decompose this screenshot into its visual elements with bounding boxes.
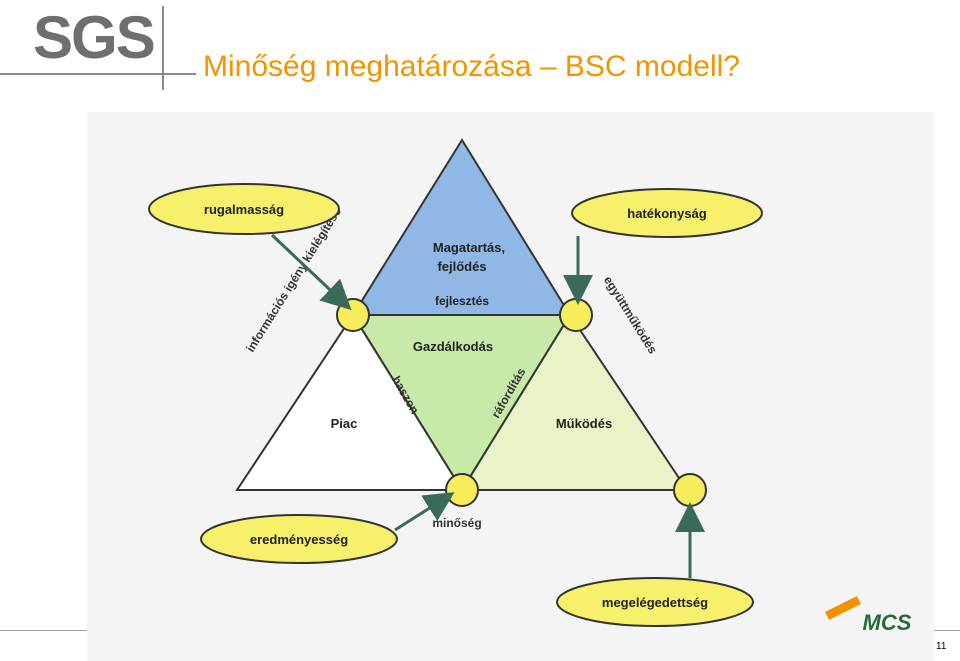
oval-rugalmassag (148, 183, 340, 235)
arrow-rugalmassag (270, 233, 352, 311)
label-piac: Piac (331, 416, 358, 431)
label-gazdalkodas: Gazdálkodás (413, 339, 493, 354)
label-minoseg: minőség (432, 516, 481, 530)
triangle-left (235, 313, 464, 491)
oval-eredmenyesseg-label: eredményesség (250, 532, 348, 547)
label-egyuttmukodes: együttműködés (601, 274, 660, 357)
oval-megelegedettseg-label: megelégedettség (602, 595, 708, 610)
oval-megelegedettseg (556, 577, 754, 627)
oval-rugalmassag-label: rugalmasság (204, 202, 284, 217)
mcs-logo: MCS (825, 596, 912, 632)
page-number: 11 (936, 641, 947, 652)
label-fejlodes: fejlődés (437, 259, 486, 274)
mcs-logo-text: MCS (863, 610, 912, 632)
triangle-top (351, 138, 572, 316)
slide-title: Minőség meghatározása – BSC modell? (203, 50, 740, 83)
label-mukodes: Működés (556, 416, 612, 431)
node-bottom-right (673, 473, 707, 507)
footer-line-right (934, 630, 960, 631)
footer-line-left (0, 630, 87, 631)
node-top-left (336, 298, 370, 332)
oval-hatekonysag (571, 188, 763, 238)
label-magatartas: Magatartás, (433, 240, 505, 255)
arrow-eredmenyesseg (394, 492, 455, 532)
oval-hatekonysag-label: hatékonyság (627, 206, 707, 221)
logo-divider-vertical (162, 6, 164, 90)
bsc-diagram: Magatartás, fejlődés fejlesztés Gazdálko… (148, 138, 912, 632)
node-bottom-middle (445, 473, 479, 507)
label-fejlesztes: fejlesztés (435, 294, 489, 308)
logo-divider-horizontal (0, 73, 196, 75)
node-top-right (559, 298, 593, 332)
sgs-logo: SGS (33, 4, 156, 71)
oval-eredmenyesseg (200, 514, 398, 564)
triangle-right (460, 313, 689, 491)
